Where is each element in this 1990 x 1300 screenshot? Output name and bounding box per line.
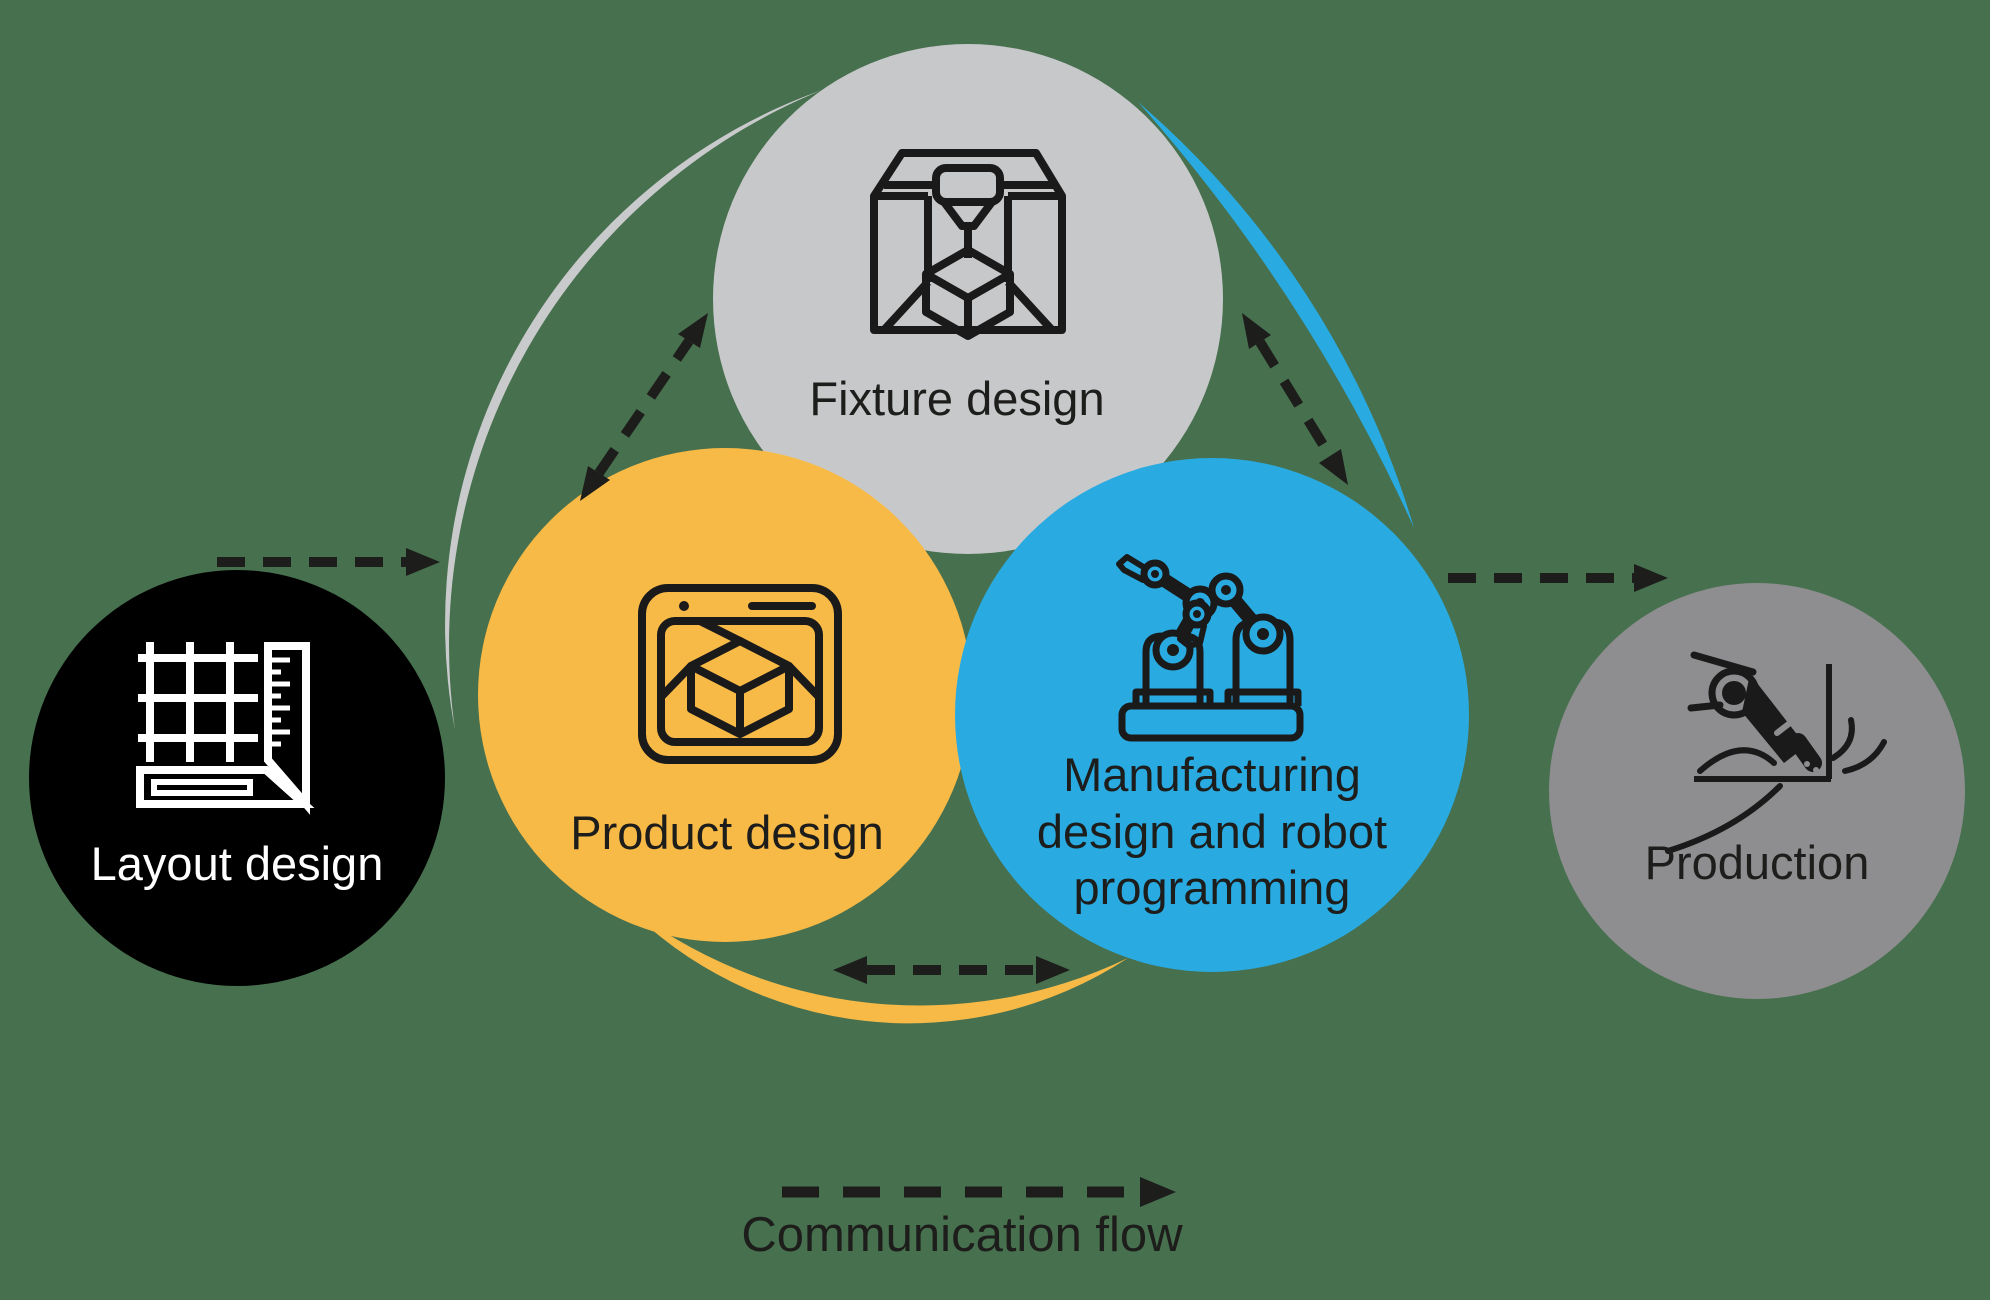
production-label: Production — [1645, 836, 1870, 889]
printer-legs — [881, 279, 1055, 333]
arrowhead-right — [1140, 1177, 1176, 1207]
right-elbow-dot — [1221, 585, 1231, 595]
right-foot — [1224, 688, 1302, 706]
spark-right-2 — [1842, 739, 1887, 774]
spark-right-1 — [1830, 717, 1855, 761]
tip-dot-2 — [1813, 767, 1819, 773]
arrowhead-right — [1634, 564, 1668, 592]
weld-corner-joint — [1694, 664, 1832, 782]
arrow-fixture-manufacturing — [1242, 313, 1348, 485]
manufacturing-design-label: Manufacturing design and robot programmi… — [1037, 748, 1387, 914]
arrowhead-down-left — [580, 466, 610, 501]
ruler-ticks — [268, 657, 290, 747]
torch-head-dot — [1722, 681, 1746, 705]
right-wrist-dot — [1193, 610, 1201, 618]
arrow-product-fixture — [580, 313, 708, 501]
cad-screen-icon — [638, 584, 842, 764]
ruler-horizontal-bar — [136, 766, 315, 808]
layout-design-label: Layout design — [91, 837, 384, 890]
tip-dot-1 — [1804, 761, 1810, 767]
svg-text:Manufacturing: Manufacturing — [1063, 748, 1361, 801]
arrow-product-manufacturing — [833, 956, 1070, 984]
welding-torch-icon — [1665, 651, 1887, 854]
layout-design-circle — [29, 570, 445, 986]
screen-outer — [638, 584, 842, 764]
torch-band — [1774, 713, 1802, 736]
legend: Communication flow — [741, 1177, 1183, 1262]
ruler-slot — [151, 779, 253, 796]
production-circle — [1549, 583, 1965, 999]
left-foot — [1132, 688, 1214, 706]
torch-tip — [1789, 733, 1822, 772]
printed-cube — [922, 246, 1014, 340]
arrowhead-up-left — [1242, 313, 1271, 349]
arrowhead-left — [833, 956, 867, 984]
legend-arrow — [782, 1177, 1176, 1207]
printer-3d-icon — [870, 149, 1066, 340]
cad-cube — [687, 637, 793, 738]
fixture-design-label: Fixture design — [809, 372, 1104, 425]
product-design-circle — [478, 448, 972, 942]
arrowhead-right — [1036, 956, 1070, 984]
right-gripper — [1177, 621, 1207, 649]
left-wrist-dot — [1151, 570, 1159, 578]
spark-bottom — [1665, 783, 1783, 854]
camera-dot — [679, 601, 689, 611]
right-shoulder-dot — [1257, 628, 1269, 640]
product-design-label: Product design — [570, 806, 884, 859]
arrow-layout-to-ring — [217, 548, 440, 576]
arrowhead-up-right — [678, 313, 708, 348]
printer-rails — [924, 196, 1012, 282]
svg-text:programming: programming — [1074, 861, 1351, 914]
svg-text:design and robot: design and robot — [1037, 805, 1387, 858]
arrowhead-right — [406, 548, 440, 576]
connector-arrows — [217, 313, 1668, 984]
left-gripper — [1116, 554, 1148, 583]
grid-lines — [138, 642, 258, 762]
legend-label: Communication flow — [741, 1208, 1183, 1262]
torch-handle-top — [1690, 651, 1757, 676]
spark-left — [1697, 747, 1777, 774]
arrow-manufacturing-production — [1448, 564, 1668, 592]
arrowhead-down-right — [1319, 449, 1348, 485]
grid-ruler-icon — [136, 642, 315, 815]
perspective-lines — [657, 617, 823, 701]
left-shoulder-dot — [1167, 644, 1179, 656]
manufacturing-design-circle — [955, 458, 1469, 972]
robot-arms-icon — [1116, 554, 1304, 742]
screen-inner — [657, 617, 823, 746]
